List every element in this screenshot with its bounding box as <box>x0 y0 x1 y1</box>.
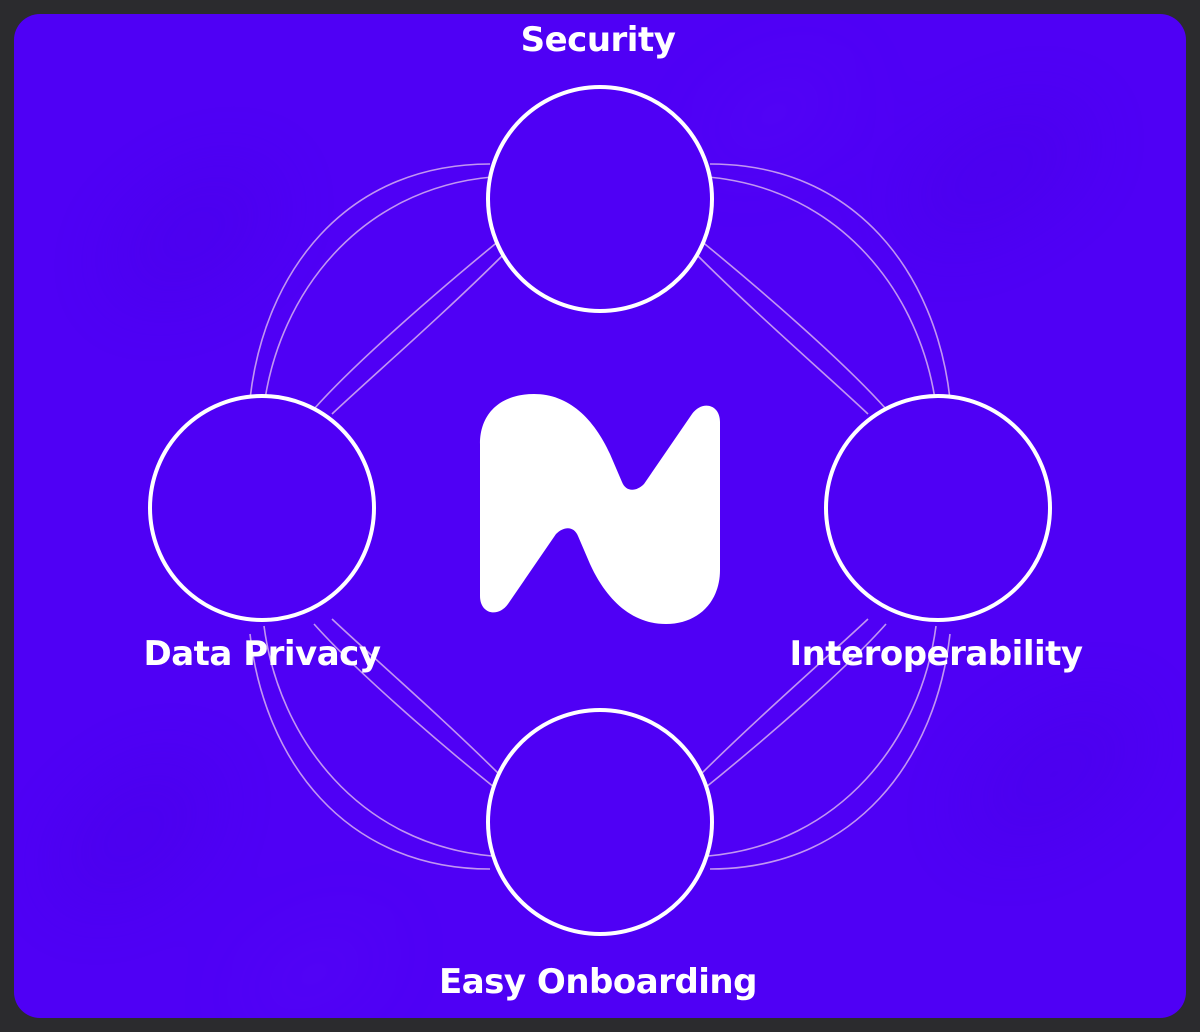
brand-n-logo-icon <box>480 394 720 624</box>
diagram-svg <box>60 66 1140 1018</box>
background-texture <box>60 66 1140 1018</box>
diagram-canvas: Security Data Privacy Interoperability E… <box>14 14 1186 1018</box>
node-label-interoperability: Interoperability <box>789 634 1083 674</box>
node-data-privacy <box>148 394 376 622</box>
node-security <box>486 85 714 313</box>
node-interoperability <box>824 394 1052 622</box>
node-label-security: Security <box>520 20 676 60</box>
connector-lines <box>249 163 951 870</box>
node-label-easy-onboarding: Easy Onboarding <box>439 962 757 1002</box>
node-easy-onboarding <box>486 708 714 936</box>
node-label-data-privacy: Data Privacy <box>143 634 381 674</box>
